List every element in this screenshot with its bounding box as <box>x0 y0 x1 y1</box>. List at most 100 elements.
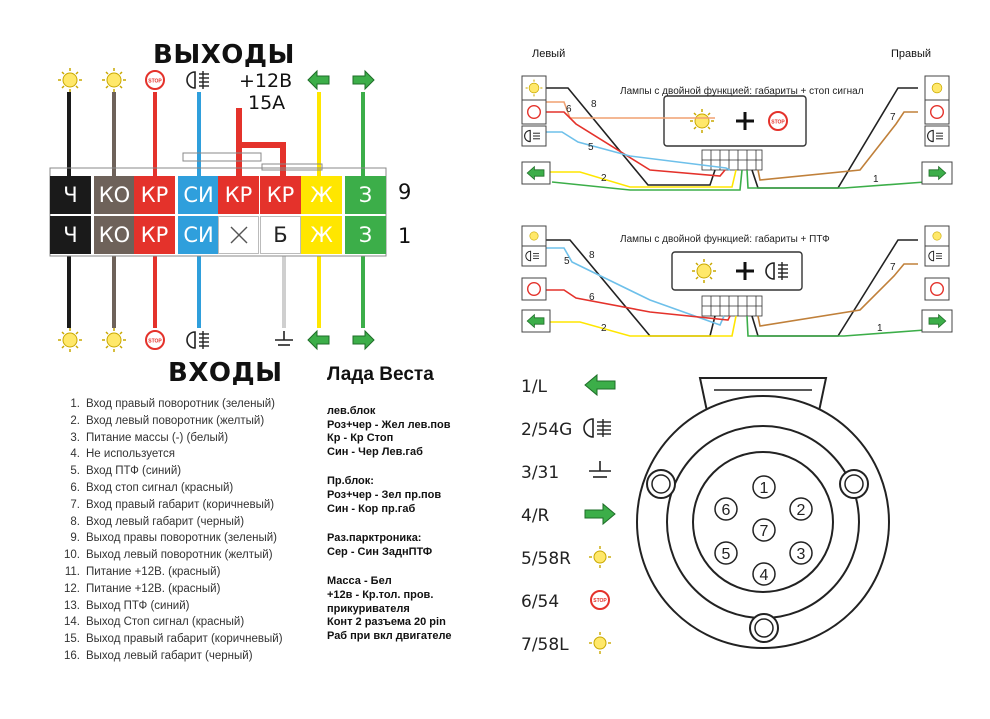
diagram2-title: Лампы с двойной функцией: габариты + ПТФ <box>620 234 830 245</box>
note-line: Роз+чер - Зел пр.пов <box>327 488 442 501</box>
plus-icon <box>736 112 754 130</box>
stop-icon: STOP <box>768 111 788 131</box>
stop-icon <box>930 105 944 119</box>
note-line: Сер - Син ЗаднПТФ <box>327 545 433 558</box>
legend-item: 16.Выход левый габарит (черный) <box>64 649 253 662</box>
legend-item: 2.Вход левый поворотник (желтый) <box>70 414 265 427</box>
sun-icon <box>529 231 539 241</box>
fog-light-icon <box>525 250 540 262</box>
svg-text:2: 2 <box>601 173 607 184</box>
outputs-title: ВЫХОДЫ <box>153 40 296 70</box>
connector-top-cell: Ж <box>301 176 342 214</box>
sun-icon <box>102 68 126 92</box>
sun-icon <box>931 82 943 94</box>
socket-pins: 1 2 3 4 5 6 7 <box>714 475 813 586</box>
arrow-right-icon <box>583 502 617 531</box>
sun-icon <box>102 328 126 352</box>
connector-bottom-cell: Ч <box>50 216 91 254</box>
connector-bottom-cell: Ж <box>301 216 342 254</box>
legend-item: 13.Выход ПТФ (синий) <box>64 599 190 612</box>
connector-top-cell: З <box>345 176 386 214</box>
top-wires <box>67 92 365 176</box>
socket-pin-number: 1 <box>760 480 769 497</box>
stop-icon <box>930 282 944 296</box>
unused-cross-icon <box>218 216 259 254</box>
sun-icon <box>583 545 617 574</box>
connector-top-cell: КР <box>218 176 259 214</box>
arrow-left-icon <box>307 69 330 91</box>
fog-light-icon <box>186 71 209 89</box>
connector-top-cell: КР <box>260 176 301 214</box>
car-title: Лада Веста <box>327 364 434 385</box>
top-icons: STOP <box>58 68 375 92</box>
connector-bottom-cell: КР <box>134 216 175 254</box>
socket-drawing: 1 2 3 4 5 6 7 <box>636 377 890 649</box>
fog-light-icon <box>927 129 943 143</box>
row-number-bottom: 1 <box>398 224 412 248</box>
notes-block3-title: Раз.парктроника: <box>327 532 422 545</box>
note-line: Раб при вкл двигателе <box>327 629 452 642</box>
connector-top-cell: Ч <box>50 176 91 214</box>
svg-text:1: 1 <box>873 174 879 185</box>
socket-pin-label: 2/54G <box>521 415 617 445</box>
legend-item: 4.Не используется <box>70 448 176 461</box>
legend-item: 5.Вход ПТФ (синий) <box>70 465 182 478</box>
socket-pin-number: 3 <box>797 546 806 563</box>
row-number-top: 9 <box>398 180 412 204</box>
diagram-1: STOP 8 6 5 2 7 1 <box>521 75 953 191</box>
stop-icon <box>527 282 541 296</box>
note-line: Конт 2 разъема 20 pin <box>327 616 446 629</box>
legend-item: 8.Вход левый габарит (черный) <box>70 515 245 528</box>
fog-light-icon <box>583 416 617 445</box>
note-line: прикуривателя <box>327 602 410 615</box>
sun-icon <box>932 231 942 241</box>
arrow-right-icon <box>928 165 947 181</box>
fog-light-icon <box>928 250 943 262</box>
legend-item: 11.Питание +12В. (красный) <box>64 565 221 578</box>
wiring-svg: STOP STOP <box>49 68 387 352</box>
multi-pin-plug <box>701 149 763 171</box>
stop-icon: STOP <box>145 70 165 90</box>
notes-block2-title: Пр.блок: <box>327 475 374 488</box>
arrow-left-icon <box>583 373 617 402</box>
note-line: Кр - Кр Стоп <box>327 432 394 445</box>
connector-bottom-cell: З <box>345 216 386 254</box>
socket-pin-label: 4/R <box>521 501 617 531</box>
socket-pin-label: 5/58R <box>521 544 617 574</box>
svg-text:7: 7 <box>890 112 896 123</box>
left-side-label: Левый <box>532 48 566 60</box>
diagram-2: 8 5 6 2 7 1 <box>521 225 953 337</box>
bottom-wires <box>67 256 365 328</box>
fuse-label: 15А <box>248 92 286 114</box>
legend-item: 10.Выход левый поворотник (желтый) <box>64 549 273 562</box>
inputs-title: ВХОДЫ <box>168 358 283 388</box>
note-line: Масса - Бел <box>327 575 392 588</box>
plus-icon <box>736 262 754 280</box>
arrow-left-icon <box>307 329 330 351</box>
svg-text:STOP: STOP <box>771 120 785 126</box>
svg-text:8: 8 <box>591 99 597 110</box>
svg-text:STOP: STOP <box>593 598 607 604</box>
legend-item: 12.Питание +12В. (красный) <box>64 582 221 595</box>
svg-text:STOP: STOP <box>148 339 162 345</box>
legend-item: 3.Питание массы (-) (белый) <box>70 431 229 444</box>
note-line: Роз+чер - Жел лев.пов <box>327 418 451 431</box>
socket-pin-label: 7/58L <box>521 630 617 660</box>
svg-text:5: 5 <box>564 256 570 267</box>
sun-icon <box>58 328 82 352</box>
svg-text:6: 6 <box>566 104 572 115</box>
legend-item: 9.Выход правы поворотник (зеленый) <box>70 532 277 545</box>
svg-text:5: 5 <box>588 142 594 153</box>
arrow-left-icon <box>526 165 545 181</box>
legend-item: 1.Вход правый поворотник (зеленый) <box>70 398 275 410</box>
note-line: Син - Чер Лев.габ <box>327 445 423 458</box>
sun-icon <box>692 259 716 283</box>
stop-icon: STOP <box>145 330 165 350</box>
socket-pin-label: 1/L <box>521 372 617 402</box>
socket-pin-number: 5 <box>722 546 731 563</box>
ground-icon <box>275 331 293 346</box>
svg-text:7: 7 <box>890 262 896 273</box>
